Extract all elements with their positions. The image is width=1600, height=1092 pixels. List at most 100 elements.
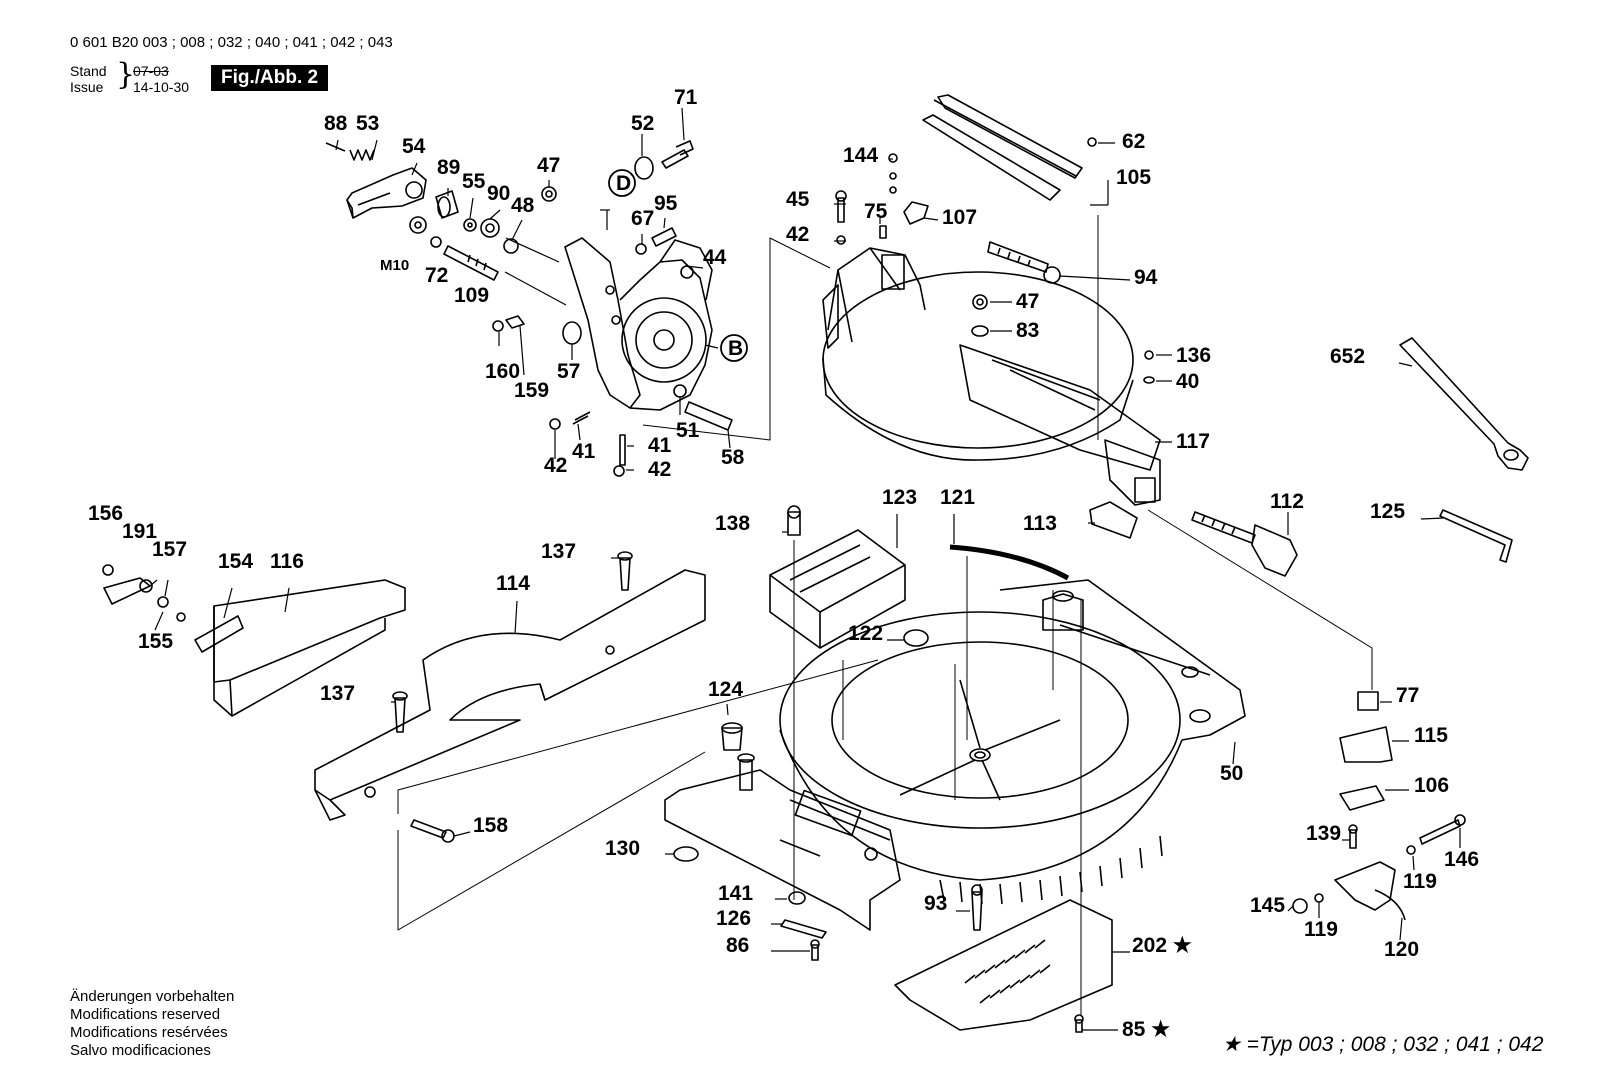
callout-122: 122 [848, 622, 883, 645]
callout-40: 40 [1176, 370, 1199, 393]
callout-117: 117 [1176, 430, 1210, 453]
callout-62: 62 [1122, 130, 1145, 153]
fence-plate-part [922, 94, 1083, 201]
callout-123: 123 [882, 486, 917, 509]
callout-44: 44 [703, 246, 727, 269]
callout-75: 75 [864, 200, 888, 223]
callout-155: 155 [138, 630, 173, 653]
callout-126: 126 [716, 907, 751, 930]
callout-42: 42 [786, 223, 809, 246]
stand-issue-dates: 07-03 14-10-30 [133, 63, 189, 95]
type-note: ★ =Typ 003 ; 008 ; 032 ; 041 ; 042 [1222, 1033, 1544, 1056]
callout-125: 125 [1370, 500, 1405, 523]
main-fence-part [314, 569, 706, 821]
callout-50: 50 [1220, 762, 1243, 785]
callout-85: 85 ★ [1122, 1018, 1170, 1041]
callout-58: 58 [721, 446, 745, 469]
callout-136: 136 [1176, 344, 1211, 367]
callout-88: 88 [324, 112, 348, 135]
callout-42: 42 [648, 458, 671, 481]
handle-lever-part [346, 167, 427, 219]
callout-113: 113 [1023, 512, 1057, 535]
figure-label: Fig./Abb. 2 [211, 65, 329, 91]
callout-146: 146 [1444, 848, 1479, 871]
callout-159: 159 [514, 379, 549, 402]
callout-52: 52 [631, 112, 654, 135]
callout-m10: M10 [380, 257, 409, 274]
callout-89: 89 [437, 156, 460, 179]
callout-652: 652 [1330, 345, 1365, 368]
callout-139: 139 [1306, 822, 1341, 845]
callout-41: 41 [648, 434, 672, 457]
footer-line: Salvo modificaciones [70, 1042, 211, 1059]
callout-137: 137 [541, 540, 576, 563]
bevel-bracket-part [564, 237, 713, 411]
callout-114: 114 [496, 572, 530, 595]
stand-label: Stand [70, 63, 107, 79]
knob-bolt-part [1191, 511, 1298, 577]
callout-67: 67 [631, 207, 654, 230]
callout-72: 72 [425, 264, 448, 287]
callout-95: 95 [654, 192, 678, 215]
callout-48: 48 [511, 194, 535, 217]
wrench-part [1399, 337, 1529, 471]
callout-138: 138 [715, 512, 750, 535]
footer-line: Modifications reserved [70, 1006, 221, 1023]
callout-202: 202 ★ [1132, 934, 1192, 957]
cover-plate-part [894, 899, 1113, 1031]
callout-51: 51 [676, 419, 700, 442]
part-numbers: 0 601 B20 003 ; 008 ; 032 ; 040 ; 041 ; … [70, 34, 393, 51]
callout-116: 116 [270, 550, 304, 573]
issue-label: Issue [70, 79, 104, 95]
callout-47: 47 [537, 154, 560, 177]
callout-57: 57 [557, 360, 580, 383]
stand-value: 07-03 [133, 63, 169, 79]
callout-41: 41 [572, 440, 596, 463]
base-part [664, 579, 1246, 931]
callout-53: 53 [356, 112, 379, 135]
callout-107: 107 [942, 206, 977, 229]
callout-160: 160 [485, 360, 520, 383]
callout-158: 158 [473, 814, 508, 837]
callout-106: 106 [1414, 774, 1449, 797]
callout-130: 130 [605, 837, 640, 860]
callout-112: 112 [1270, 490, 1304, 513]
marker-d: D [616, 172, 631, 195]
callout-42: 42 [544, 454, 567, 477]
callout-191: 191 [122, 520, 157, 543]
brace-icon: } [116, 57, 136, 92]
callout-93: 93 [924, 892, 947, 915]
callout-145: 145 [1250, 894, 1285, 917]
callout-115: 115 [1414, 724, 1448, 747]
callout-90: 90 [487, 182, 510, 205]
callout-124: 124 [708, 678, 743, 701]
callout-47: 47 [1016, 290, 1039, 313]
callout-55: 55 [462, 170, 486, 193]
callout-71: 71 [674, 86, 698, 109]
callout-157: 157 [152, 538, 187, 561]
insert-plate-part [769, 529, 906, 649]
spring-part [325, 142, 375, 161]
callout-45: 45 [786, 188, 810, 211]
footer-notes: Änderungen vorbehalten Modifications res… [70, 988, 234, 1060]
callout-105: 105 [1116, 166, 1151, 189]
turntable-part [822, 247, 1161, 506]
callout-119: 119 [1304, 918, 1338, 941]
callout-119: 119 [1403, 870, 1437, 893]
callout-54: 54 [402, 135, 426, 158]
callout-77: 77 [1396, 684, 1419, 707]
callout-94: 94 [1134, 266, 1158, 289]
marker-b: B [728, 337, 743, 360]
stand-issue-labels: Stand Issue [70, 63, 107, 95]
callout-144: 144 [843, 144, 878, 167]
callout-86: 86 [726, 934, 749, 957]
callout-137: 137 [320, 682, 355, 705]
footer-line: Änderungen vorbehalten [70, 988, 235, 1005]
sub-fence-part [213, 579, 406, 717]
callout-120: 120 [1384, 938, 1419, 961]
callout-156: 156 [88, 502, 123, 525]
bushing-part [435, 190, 459, 219]
bolt-109-part [443, 245, 499, 281]
callout-121: 121 [940, 486, 975, 509]
